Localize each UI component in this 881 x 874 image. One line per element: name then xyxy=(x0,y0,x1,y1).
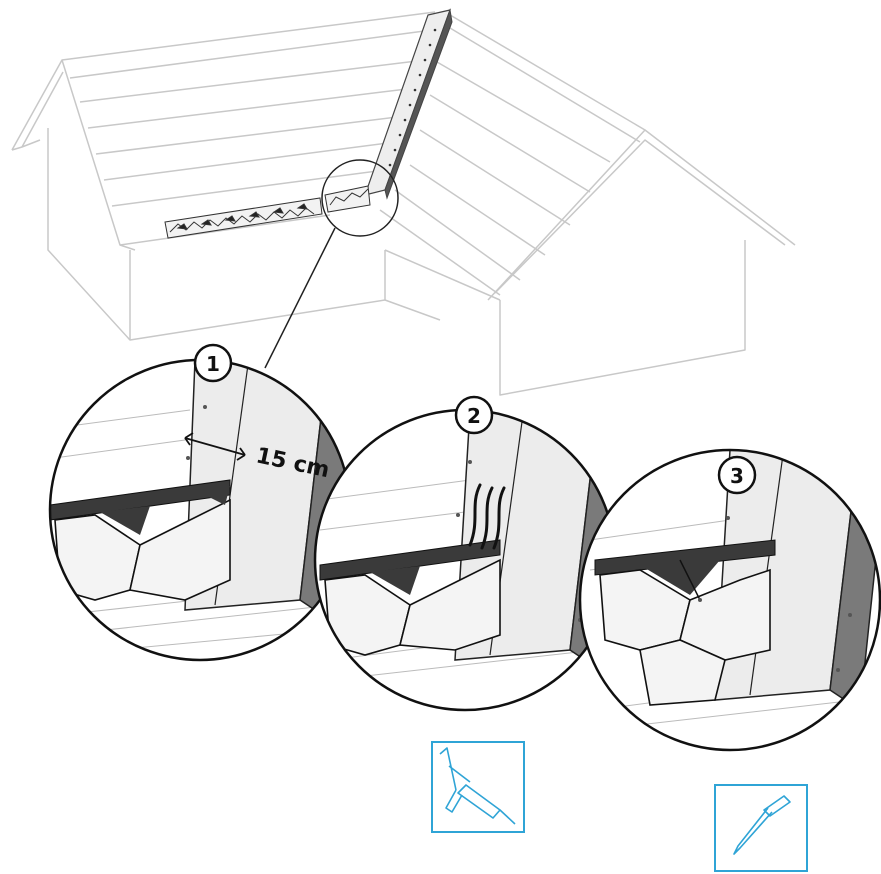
step-badge-3: 3 xyxy=(717,455,757,495)
house-overview xyxy=(11,11,796,396)
detail-callout xyxy=(264,159,399,369)
svg-text:1: 1 xyxy=(206,352,220,376)
step-badge-1: 1 xyxy=(193,343,233,383)
roof-course-lines xyxy=(79,59,426,207)
svg-text:3: 3 xyxy=(730,464,744,488)
detail-step-2 xyxy=(315,410,615,710)
svg-text:2: 2 xyxy=(467,404,481,428)
starter-shingle-row xyxy=(164,185,371,239)
step-badge-2: 2 xyxy=(454,395,494,435)
roofing-nail-icon xyxy=(714,784,808,872)
sealant-beads xyxy=(468,483,506,550)
detail-step-3 xyxy=(580,450,880,750)
detail-circle-3 xyxy=(578,448,881,752)
valley-metal-strip xyxy=(364,8,453,200)
caulking-gun-icon xyxy=(431,741,525,833)
